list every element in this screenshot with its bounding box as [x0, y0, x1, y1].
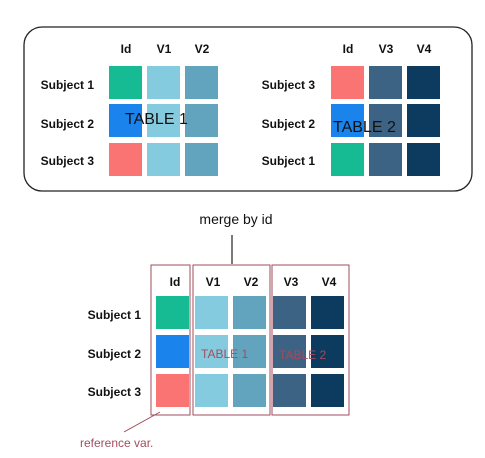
- table-1-v2-cell: [185, 143, 218, 176]
- merged-id-cell-subject-1: [156, 296, 189, 329]
- merged-v1-cell: [195, 335, 228, 368]
- merged-row-label: Subject 3: [88, 385, 142, 399]
- reference-pointer-line: [123, 411, 161, 433]
- table-1-col-header: V2: [195, 42, 210, 56]
- table-1-row-label: Subject 1: [41, 78, 95, 92]
- table-1-id-cell-subject-3: [109, 143, 142, 176]
- reference-label: reference var.: [80, 436, 153, 450]
- merged-v2-cell: [233, 335, 266, 368]
- table-1-row-label: Subject 2: [41, 117, 95, 131]
- merged-id-cell-subject-3: [156, 374, 189, 407]
- table-2-v3-cell: [369, 143, 402, 176]
- merged-v4-cell: [311, 296, 344, 329]
- table-2-columns-box: [271, 264, 350, 416]
- merged-v2-cell: [233, 296, 266, 329]
- merged-v3-cell: [273, 374, 306, 407]
- table-2-row-label: Subject 3: [262, 78, 316, 92]
- table-2-v4-cell: [407, 66, 440, 99]
- table-2-id-cell-subject-1: [331, 143, 364, 176]
- table-2-v3-cell: [369, 104, 402, 137]
- merge-label: merge by id: [199, 211, 272, 227]
- table-1-v2-cell: [185, 66, 218, 99]
- merged-v3-cell: [273, 335, 306, 368]
- table-2-row-label: Subject 2: [262, 117, 316, 131]
- merged-v1-cell: [195, 296, 228, 329]
- merged-id-cell-subject-2: [156, 335, 189, 368]
- merged-table-1-label: TABLE 1: [201, 347, 248, 361]
- table-2-row-label: Subject 1: [262, 154, 316, 168]
- merged-v3-cell: [273, 296, 306, 329]
- table-2-id-cell-subject-3: [331, 66, 364, 99]
- merged-v1-cell: [195, 374, 228, 407]
- merged-v4-cell: [311, 374, 344, 407]
- merged-col-header: V2: [244, 275, 259, 289]
- table-1-id-cell-subject-1: [109, 66, 142, 99]
- merged-v4-cell: [311, 335, 344, 368]
- merged-table: Id V1 V2 V3 V4 Subject 1 Subject 2 Subje…: [88, 264, 350, 416]
- table-1: Id V1 V2 Subject 1 Subject 2 Subject 3 T…: [41, 42, 218, 176]
- merged-col-header: V4: [322, 275, 337, 289]
- merged-col-header: Id: [170, 275, 181, 289]
- table-2-col-header: V4: [417, 42, 432, 56]
- table-2-id-cell-subject-2: [331, 104, 364, 137]
- table-2-v4-cell: [407, 104, 440, 137]
- table-1-col-header: Id: [121, 42, 132, 56]
- id-reference-box: [150, 264, 191, 416]
- table-1-label: TABLE 1: [125, 111, 188, 128]
- table-1-v1-cell: [147, 143, 180, 176]
- table-2-v4-cell: [407, 143, 440, 176]
- table-2-v3-cell: [369, 66, 402, 99]
- table-1-v1-cell: [147, 66, 180, 99]
- table-1-id-cell-subject-2: [109, 104, 142, 137]
- table-1-v2-cell: [185, 104, 218, 137]
- table-2-label: TABLE 2: [333, 119, 396, 136]
- table-2-col-header: Id: [343, 42, 354, 56]
- merged-col-header: V3: [284, 275, 299, 289]
- table-1-v1-cell: [147, 104, 180, 137]
- table-1-columns-box: [192, 264, 271, 416]
- merged-row-label: Subject 2: [88, 347, 142, 361]
- table-2-col-header: V3: [379, 42, 394, 56]
- top-panel-frame: [23, 26, 473, 192]
- table-2: Id V3 V4 Subject 3 Subject 2 Subject 1 T…: [262, 42, 440, 176]
- table-1-col-header: V1: [157, 42, 172, 56]
- merged-v2-cell: [233, 374, 266, 407]
- merged-col-header: V1: [206, 275, 221, 289]
- merged-table-2-label: TABLE 2: [279, 348, 326, 362]
- merged-row-label: Subject 1: [88, 308, 142, 322]
- table-1-row-label: Subject 3: [41, 154, 95, 168]
